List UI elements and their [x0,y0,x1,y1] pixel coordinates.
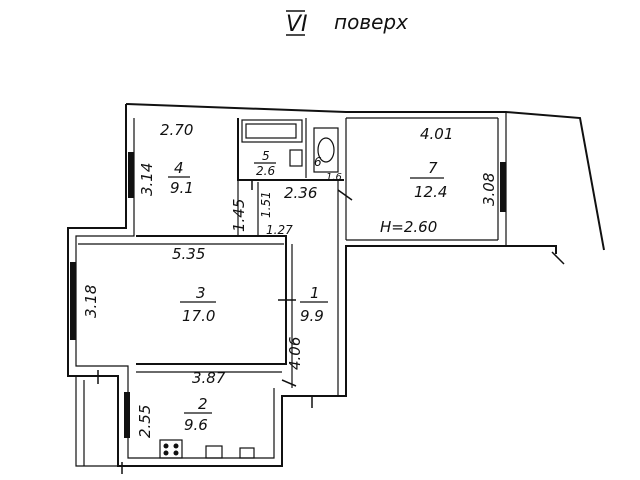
dimension-label: 3.87 [192,369,226,387]
room-3: 3 17.0 [180,284,216,325]
dimension-label: 1.51 [259,191,273,218]
room-area: 17.0 [182,307,215,325]
balcony [75,376,118,467]
room-number: 6 [314,155,322,169]
dimension-label: 1.27 [266,223,293,237]
dimension-label: 2.70 [160,121,193,139]
room-number: 2 [198,395,208,413]
room-number: 5 [262,149,270,163]
room-number: 7 [428,159,438,177]
room-area: 2.6 [256,164,275,178]
room-7: 7 12.4 [410,159,447,201]
room-2: 2 9.6 [184,395,212,434]
dimension-label: 2.55 [136,405,154,438]
bathtub [241,119,303,143]
dimension-label: 2.36 [284,184,317,202]
room-1: 1 9.9 [300,284,328,325]
room-6: 6 1.6 [314,155,342,183]
ceiling-height-label: H=2.60 [380,218,437,236]
kitchen-stove [159,439,183,459]
dimension-label: 5.35 [172,245,205,263]
room-number: 4 [174,159,184,177]
dimension-label: 3.14 [138,163,156,196]
room-5: 5 2.6 [254,149,276,178]
dimension-label: 4.01 [420,125,453,143]
window-room2 [124,392,130,438]
toilet [289,149,303,167]
dimensions: 2.70 3.14 4.01 3.08 2.36 1.45 1.51 1.27 … [82,121,498,438]
interior-walls [78,118,344,396]
dimension-label: 3.08 [480,173,498,206]
washbasin [313,127,339,173]
room-area: 9.9 [300,307,324,325]
room-number: 1 [310,284,320,302]
dimension-label: 1.45 [230,199,248,232]
room-area: 12.4 [414,183,447,201]
kitchen-cabinet [239,447,255,459]
window-room7 [500,162,506,212]
floor-label: поверх [334,10,408,34]
room-4: 4 9.1 [168,159,194,197]
door-marks [97,180,565,474]
dimension-label: 4.06 [286,337,304,370]
window-room3 [70,262,76,340]
room-number: 3 [196,284,206,302]
dimension-label: 3.18 [82,285,100,318]
kitchen-sink [205,445,223,459]
floor-number: VI [286,12,308,37]
room-area: 9.1 [170,179,194,197]
window-room4 [128,152,134,198]
room-area: 9.6 [184,416,208,434]
room-area: 1.6 [326,172,342,183]
